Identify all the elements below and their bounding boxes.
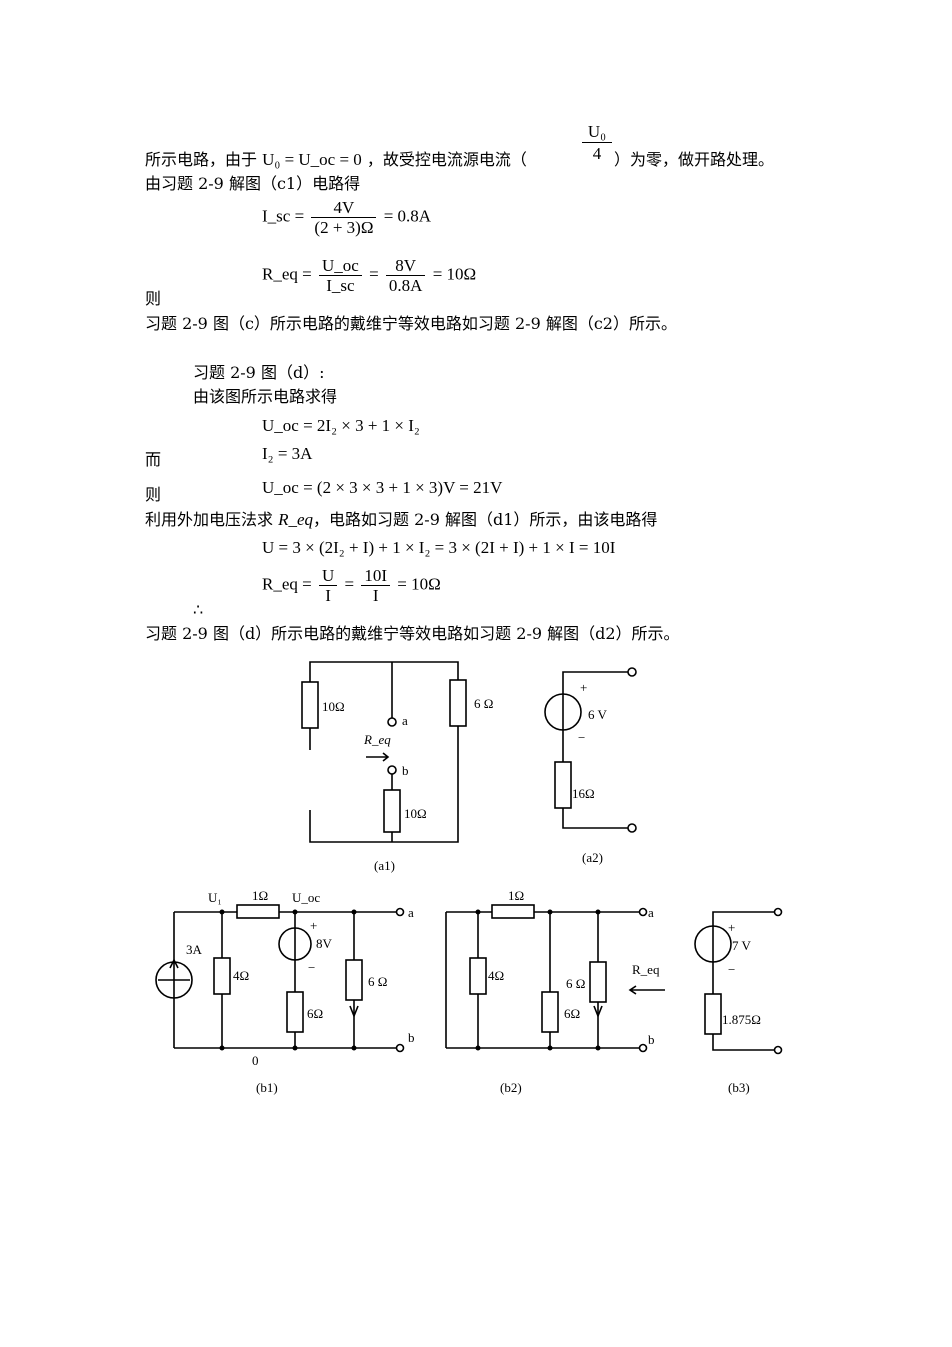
text-therefore: ∴ — [193, 600, 204, 619]
eq-isc: I_sc = 4V(2 + 3)Ω = 0.8A — [262, 198, 432, 237]
eq-uoc-2: U_oc = (2 × 3 × 3 + 1 × 3)V = 21V — [262, 478, 503, 497]
svg-text:+: + — [310, 918, 317, 933]
label-req: R_eq — [363, 732, 391, 747]
text-line-5: 由该图所示电路求得 — [193, 387, 338, 406]
svg-text:a: a — [408, 905, 414, 920]
eq-u0-uoc: U₀ = U_oc = 0 — [262, 150, 362, 169]
svg-text:0: 0 — [252, 1053, 259, 1068]
resistor-1875 — [704, 993, 722, 1035]
label-6v: 6 V — [588, 707, 608, 722]
node-b: b — [402, 763, 409, 778]
svg-text:−: − — [728, 962, 735, 977]
label-10ohm-left: 10Ω — [322, 699, 345, 714]
svg-text:b: b — [648, 1032, 655, 1047]
resistor-6b-b2 — [589, 961, 607, 1003]
text-line-7: 习题 2-9 图（d）所示电路的戴维宁等效电路如习题 2-9 解图（d2）所示。 — [145, 624, 680, 643]
label-u1: U₁ — [208, 890, 222, 905]
text-line-1: 所示电路，由于 U₀ = U_oc = 0 ，故受控电流源电流（ — [145, 150, 527, 169]
label-req-b2: R_eq — [632, 962, 660, 977]
text-line-3: 习题 2-9 图（c）所示电路的戴维宁等效电路如习题 2-9 解图（c2）所示。 — [145, 314, 677, 333]
label-6ohm-b-b2: 6 Ω — [566, 976, 585, 991]
label-6ohm: 6 Ω — [474, 696, 493, 711]
label-1ohm: 1Ω — [252, 888, 268, 903]
resistor-1-b2 — [491, 904, 535, 919]
figure-b3: + 7 V − 1.875Ω (b3) — [694, 907, 783, 1095]
caption-b2: (b2) — [500, 1080, 522, 1095]
svg-text:b: b — [408, 1030, 415, 1045]
figure-a1: 10Ω 6 Ω 10Ω a b R_eq (a1) — [301, 661, 493, 873]
caption-a1: (a1) — [374, 858, 395, 873]
caption-b3: (b3) — [728, 1080, 750, 1095]
text-line-4: 习题 2-9 图（d）: — [193, 363, 325, 382]
resistor-10-left — [301, 681, 319, 729]
figure-a2: + 6 V − 16Ω (a2) — [544, 667, 637, 865]
text-ze: 则 — [145, 289, 162, 308]
resistor-4 — [213, 957, 231, 995]
resistor-16 — [554, 761, 572, 809]
eq-u: U = 3 × (2I₂ + I) + 1 × I₂ = 3 × (2I + I… — [262, 538, 616, 557]
label-uoc: U_oc — [292, 890, 320, 905]
caption-a2: (a2) — [582, 850, 603, 865]
resistor-6a-b2 — [541, 991, 559, 1033]
svg-text:+: + — [728, 920, 735, 935]
label-6ohm-a: 6Ω — [307, 1006, 323, 1021]
label-6ohm-a-b2: 6Ω — [564, 1006, 580, 1021]
label-1ohm-b2: 1Ω — [508, 888, 524, 903]
svg-text:−: − — [578, 730, 585, 745]
node-a: a — [402, 713, 408, 728]
resistor-6 — [449, 679, 467, 727]
eq-uoc-1: U_oc = 2I₂ × 3 + 1 × I₂ — [262, 416, 420, 435]
label-16ohm: 16Ω — [572, 786, 595, 801]
svg-text:a: a — [648, 905, 654, 920]
label-6ohm-b: 6 Ω — [368, 974, 387, 989]
text-ze-2: 则 — [145, 485, 162, 504]
resistor-4-b2 — [469, 957, 487, 995]
figure-b2: 1Ω 4Ω 6Ω 6 Ω R_eq a b (b2) — [445, 888, 665, 1095]
eq-i2: I₂ = 3A — [262, 444, 313, 463]
text-line-6: 利用外加电压法求 R_eq，电路如习题 2-9 解图（d1）所示，由该电路得 — [145, 510, 658, 529]
figure-b1: U₁ U_oc 1Ω 3A 4Ω + 8V − 6Ω 6 Ω a b 0 (b1… — [155, 888, 415, 1095]
resistor-6a — [286, 991, 304, 1033]
label-1875ohm: 1.875Ω — [722, 1012, 761, 1027]
resistor-1 — [236, 904, 280, 919]
text-line-2: 由习题 2-9 解图（c1）电路得 — [145, 174, 361, 193]
label-10ohm-bottom: 10Ω — [404, 806, 427, 821]
label-8v: 8V — [316, 936, 333, 951]
text-line-1c: ）为零，做开路处理。 — [614, 150, 775, 169]
resistor-10-bottom — [383, 789, 401, 833]
label-3a: 3A — [186, 942, 203, 957]
label-4ohm: 4Ω — [233, 968, 249, 983]
frac-u0-4: U₀ 4 — [582, 122, 612, 165]
svg-text:−: − — [308, 960, 315, 975]
resistor-6b — [345, 959, 363, 1001]
text-er: 而 — [145, 450, 162, 469]
caption-b1: (b1) — [256, 1080, 278, 1095]
label-4ohm-b2: 4Ω — [488, 968, 504, 983]
svg-text:+: + — [580, 680, 587, 695]
label-7v: 7 V — [732, 938, 752, 953]
